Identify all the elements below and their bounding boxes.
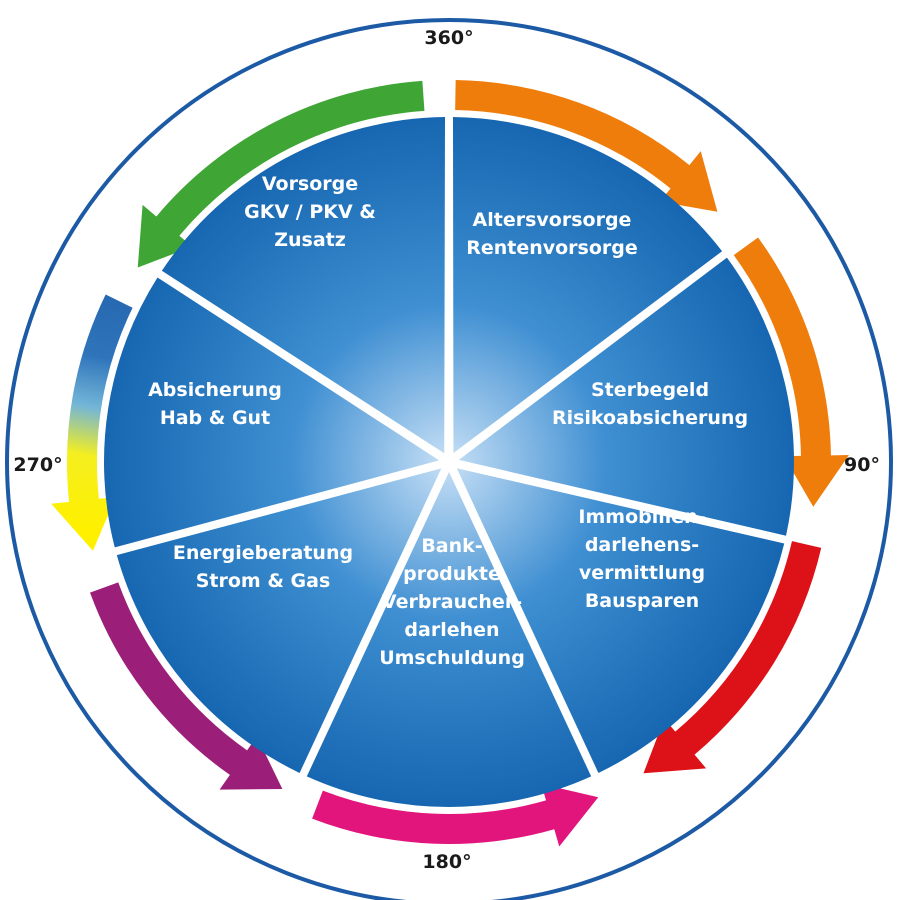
degree-label-right: 90° [844,454,880,476]
degree-label-left: 270° [13,454,62,476]
segment-label-line: Sterbegeld [591,379,709,401]
arrows-layer [51,80,849,847]
degree-label-top: 360° [424,27,473,49]
arrow-vorsorge [137,80,425,268]
segment-label-line: Vorsorge [262,173,358,195]
segment-label-line: Bank- [421,535,482,557]
segment-label-line: Immobilien- [578,506,705,528]
segment-label-line: Verbraucher- [382,591,522,613]
segment-energieberatung [116,468,442,773]
degree-label-bottom: 180° [422,851,471,873]
segment-label-line: darlehen [404,619,499,641]
segment-altersvorsorge [452,117,723,454]
segment-label-line: Bausparen [585,590,699,612]
arrow-altersvorsorge [455,80,718,212]
segment-label-line: produkte [403,563,501,585]
arrow-absicherung [51,294,133,551]
segment-absicherung [104,277,440,548]
segment-label-line: Rentenvorsorge [466,237,638,259]
segment-vorsorge [161,117,446,454]
segment-label-line: Hab & Gut [160,407,270,429]
segment-label-line: Energieberatung [173,542,353,564]
segment-sterbegeld [458,257,794,536]
segment-label-line: vermittlung [579,562,705,584]
segment-label-line: Risikoabsicherung [552,407,748,429]
segment-label-line: Absicherung [148,379,282,401]
segment-immobilien [456,468,785,773]
segment-bankprodukte [306,472,592,807]
segment-label-line: Altersvorsorge [473,209,632,231]
segment-label-line: Zusatz [274,229,346,251]
segment-label-line: GKV / PKV & [244,201,376,223]
segment-label-line: Umschuldung [379,647,525,669]
segments-layer [104,117,794,807]
arrow-immobilien [643,541,822,774]
arrow-sterbegeld [733,237,849,507]
segment-label-line: Strom & Gas [196,570,331,592]
arrow-energieberatung [90,582,283,790]
segment-label-line: darlehens- [585,534,699,556]
arrow-bankprodukte [312,784,599,847]
